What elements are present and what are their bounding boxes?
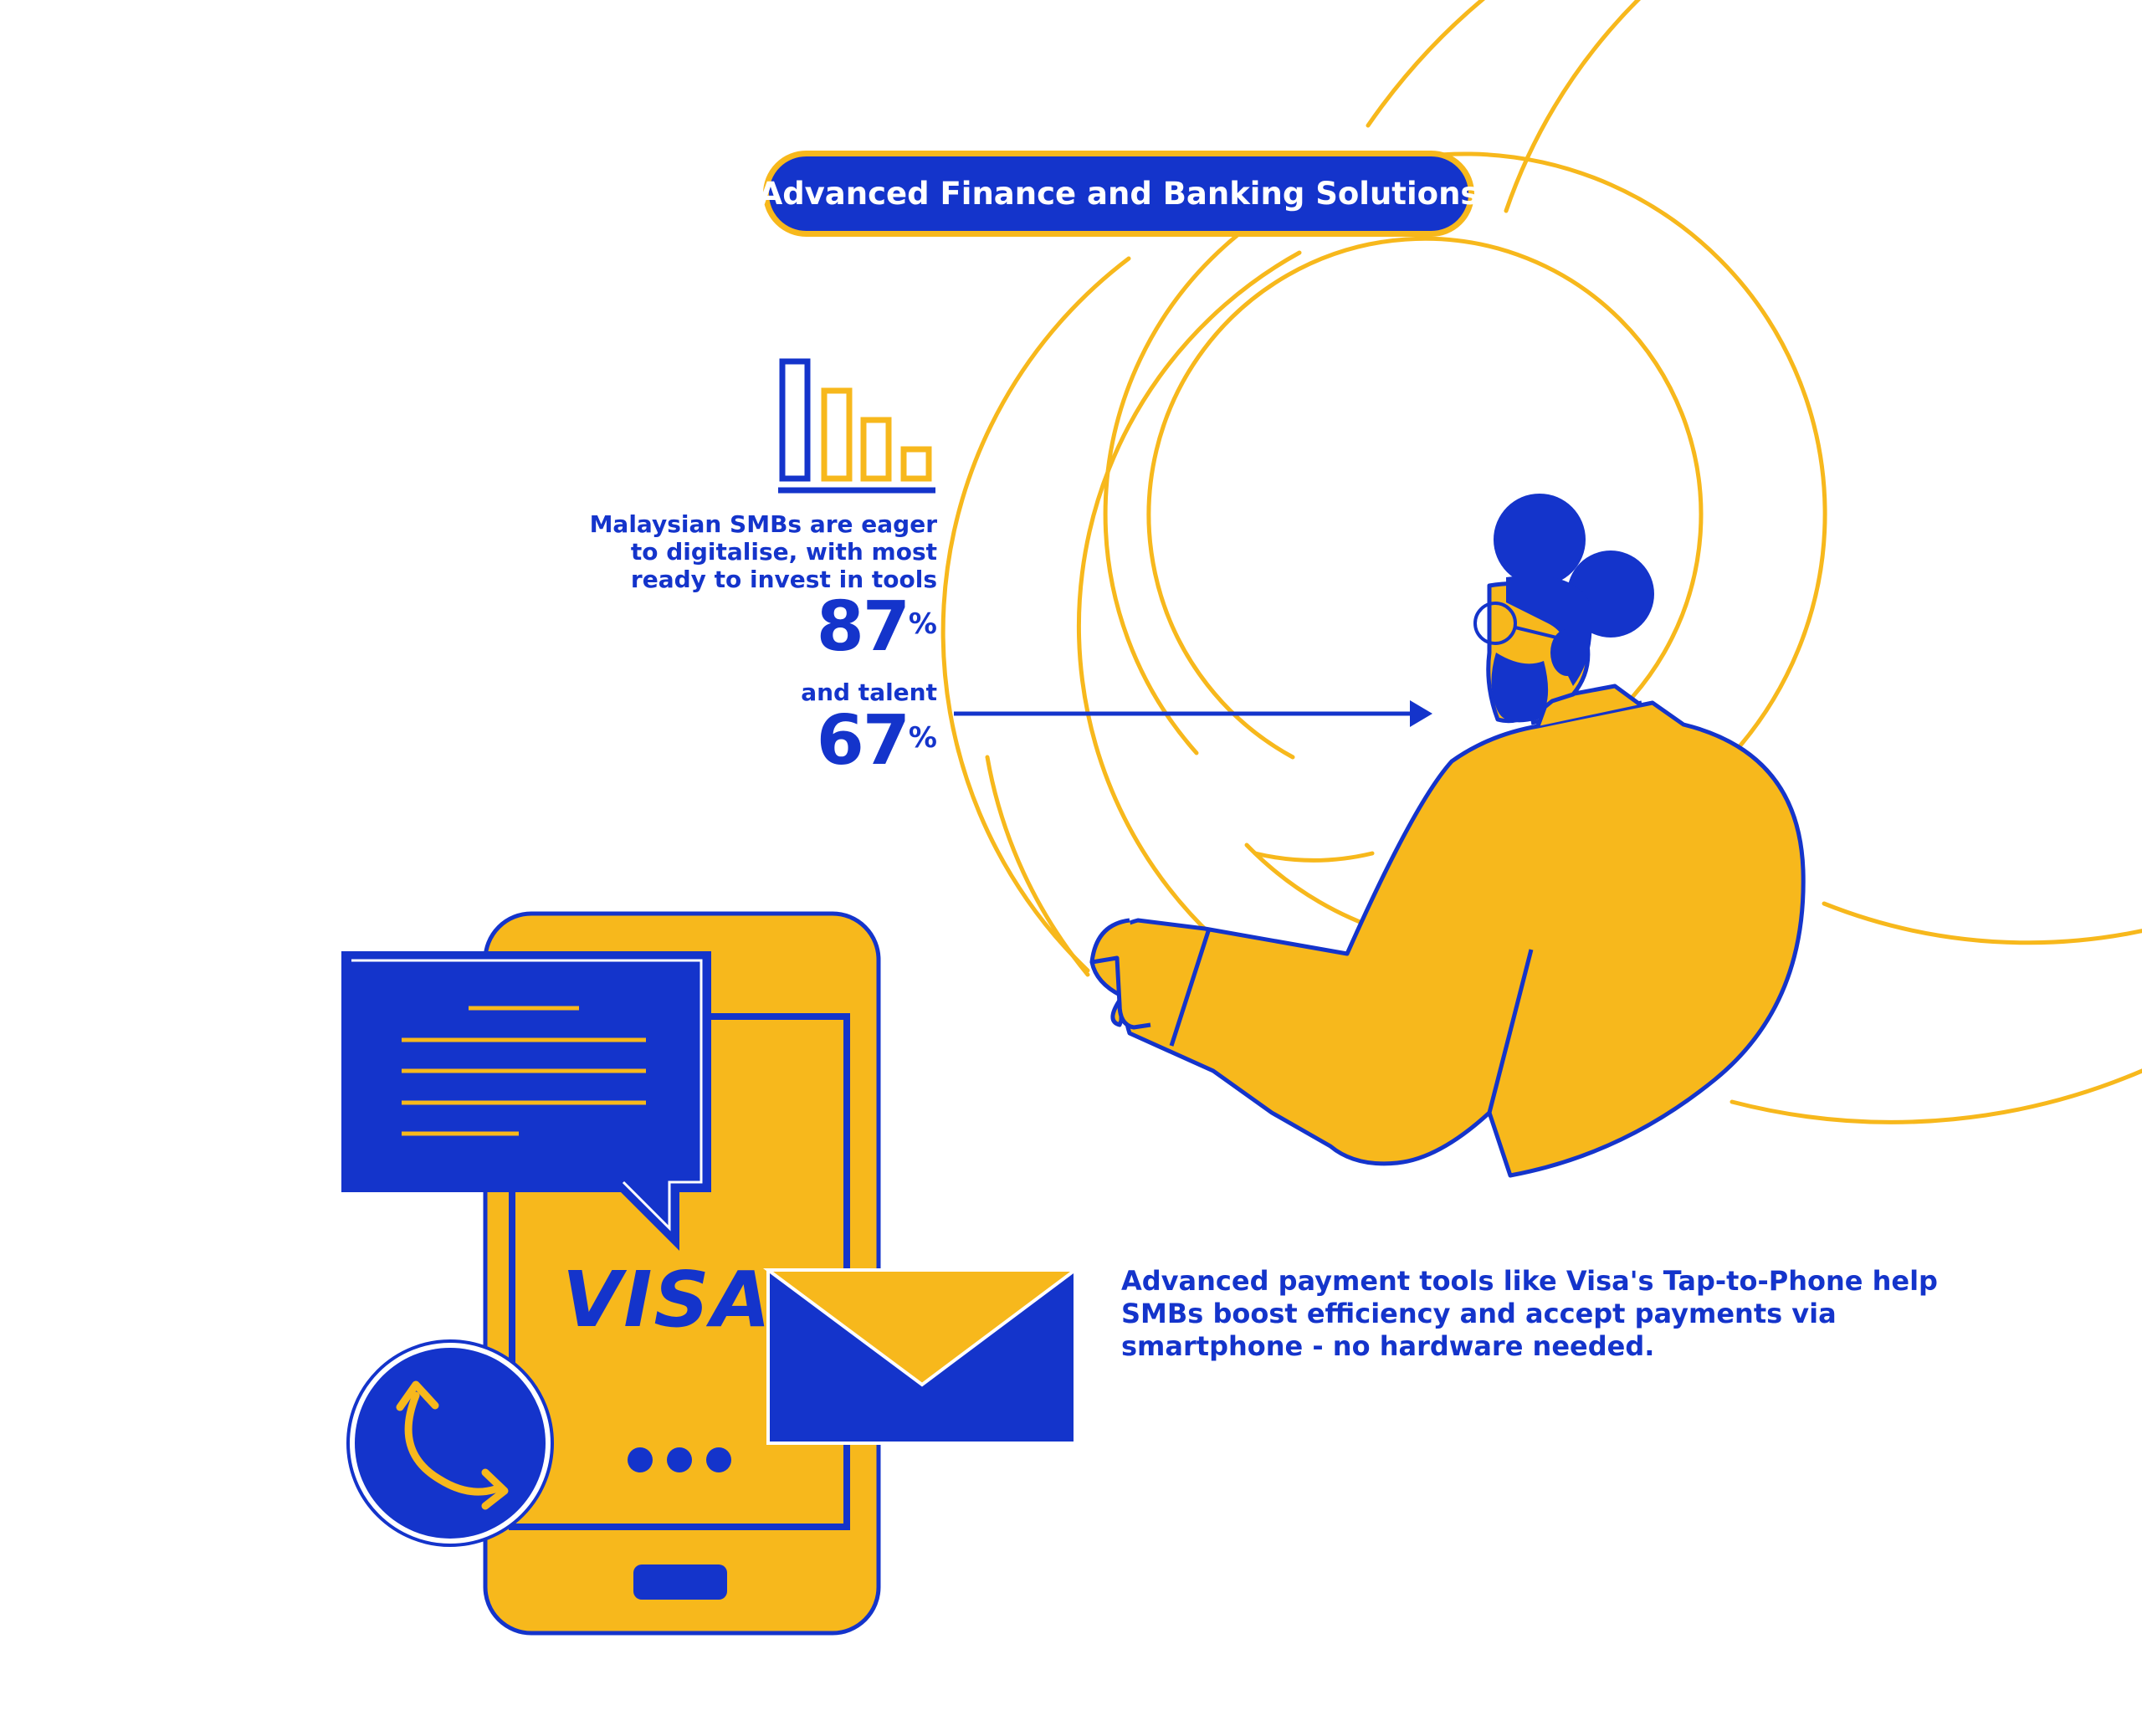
talent-label: and talent — [801, 679, 937, 706]
tools-stat-unit: % — [908, 607, 937, 641]
tools-stat-value: 87 — [816, 587, 910, 667]
visa-logo: VISA — [562, 1255, 772, 1344]
caption-line: SMBs boost efficiency and accept payment… — [1121, 1298, 1837, 1329]
chat-bubble-icon — [341, 951, 711, 1251]
stats-description-line: to digitalise, with most — [630, 538, 937, 566]
stats-block: Malaysian SMBs are eager to digitalise, … — [586, 510, 937, 776]
caption-line: smartphone - no hardware needed. — [1121, 1330, 1655, 1362]
talent-stat: 67% — [586, 707, 937, 776]
tools-stat: 87% — [586, 593, 937, 662]
stats-description: Malaysian SMBs are eager to digitalise, … — [586, 510, 937, 593]
stats-description-line: ready to invest in tools — [630, 566, 937, 593]
caption-text: Advanced payment tools like Visa's Tap-t… — [1121, 1265, 1975, 1363]
page-title: Advanced Finance and Banking Solutions — [759, 151, 1478, 237]
signal-waves-icon — [940, 0, 2142, 1124]
envelope-icon — [762, 1268, 1081, 1445]
talent-stat-value: 67 — [816, 701, 910, 781]
stats-description-line: Malaysian SMBs are eager — [589, 510, 937, 538]
person-illustration — [1089, 494, 1806, 1178]
phone-call-icon — [346, 1339, 554, 1547]
arrow-right-icon — [954, 700, 1432, 727]
bar-chart-icon — [778, 358, 935, 494]
caption-line: Advanced payment tools like Visa's Tap-t… — [1121, 1265, 1938, 1297]
talent-stat-unit: % — [908, 721, 937, 755]
